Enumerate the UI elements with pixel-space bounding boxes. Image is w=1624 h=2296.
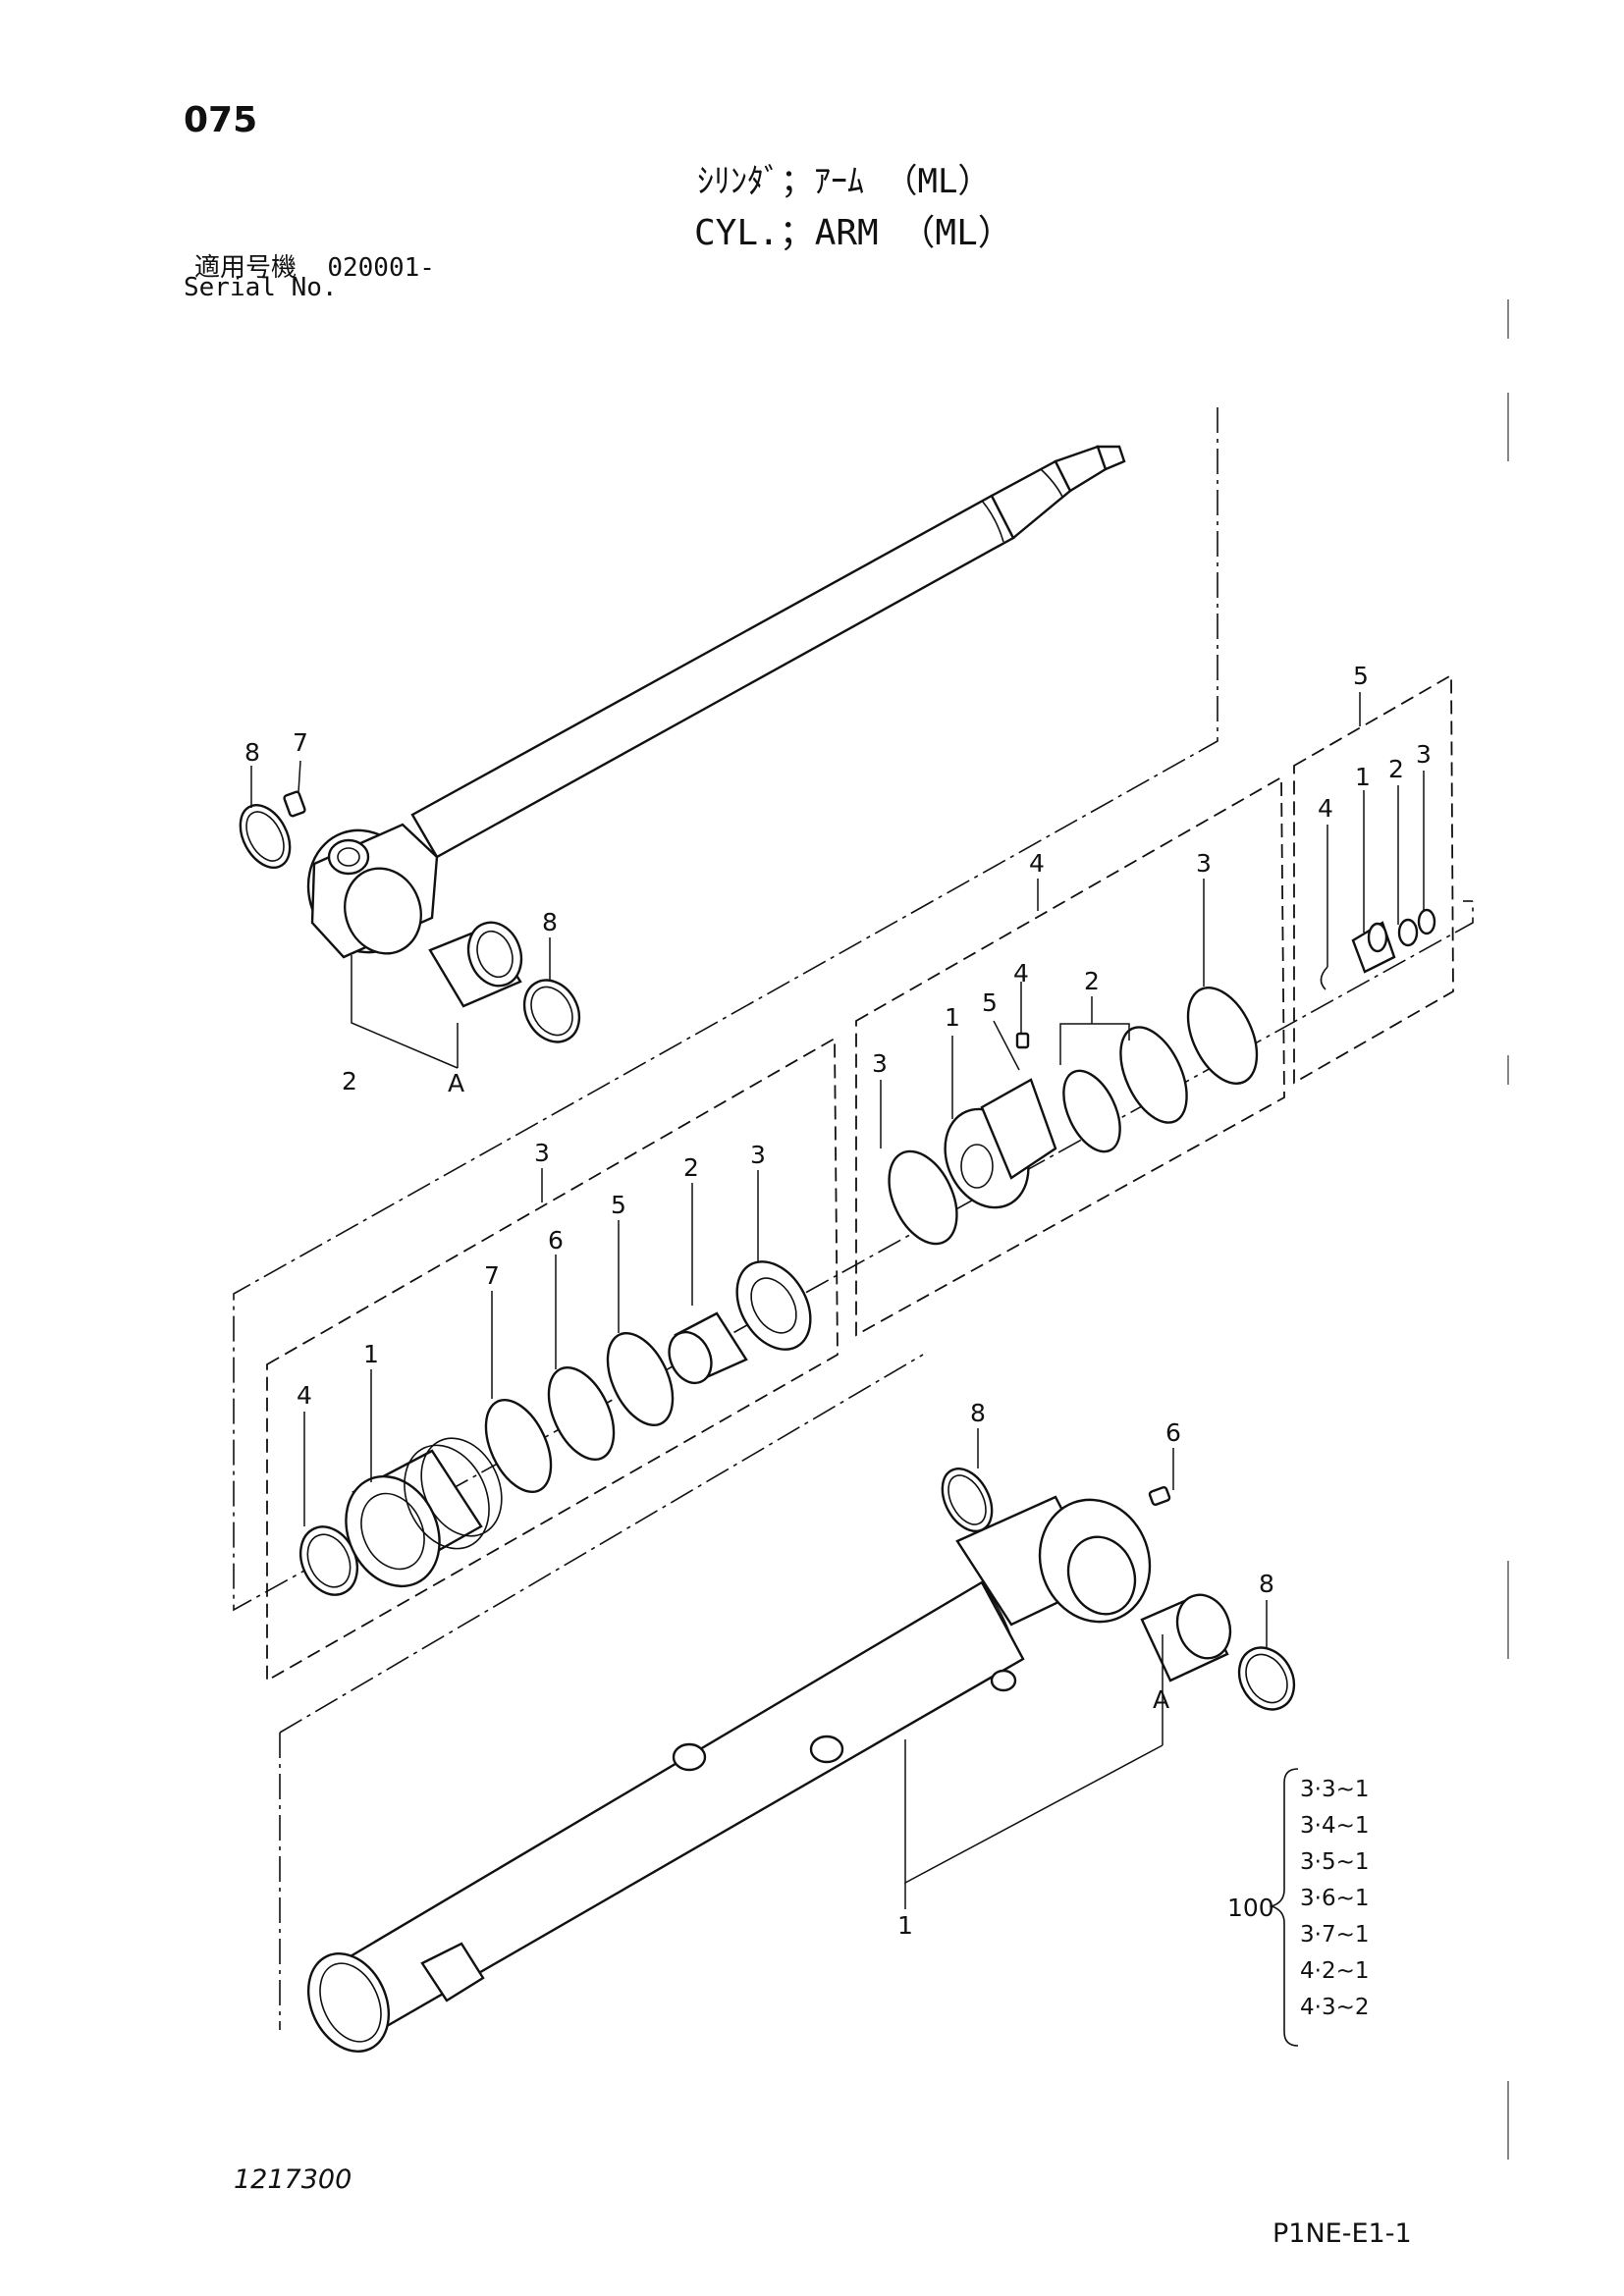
callout-rod-bushing-seal: 8 bbox=[542, 908, 558, 936]
tube-frame-top bbox=[279, 1354, 924, 1734]
seal-kit-brace: 100 bbox=[1227, 1768, 1299, 2047]
kit-4-parts bbox=[888, 986, 1259, 1246]
rod-frame bbox=[233, 407, 1474, 1612]
seal-kit-item: 3·4~1 bbox=[1300, 1813, 1370, 1839]
drawing-number: 1217300 bbox=[234, 2164, 352, 2195]
piston-rod bbox=[306, 445, 1126, 959]
seal-kit-number: 100 bbox=[1227, 1894, 1274, 1922]
rod-end-parts bbox=[239, 790, 581, 1043]
seal-kit-item: 4·2~1 bbox=[1300, 1958, 1370, 1984]
callout-tube-assembly: 1 bbox=[897, 1911, 913, 1940]
callout-kit3-part3: 3 bbox=[750, 1141, 766, 1169]
callout-kit3-part6: 6 bbox=[548, 1226, 564, 1255]
callout-kit4-part3a: 3 bbox=[872, 1049, 888, 1078]
leader-lines bbox=[250, 692, 1425, 1909]
callout-kit3-part5: 5 bbox=[611, 1191, 626, 1219]
serial-label-japanese: 適用号機 020001- bbox=[194, 247, 435, 284]
serial-label-jp-text: 適用号機 bbox=[194, 253, 298, 283]
callout-kit-5: 5 bbox=[1353, 662, 1369, 690]
callout-kit4-part3b: 3 bbox=[1196, 849, 1212, 878]
kit-3-box bbox=[266, 1037, 839, 1682]
tube-end-parts bbox=[941, 1468, 1296, 1711]
callout-rod-pin-seal-top: 8 bbox=[244, 738, 260, 767]
callout-kit3-part1: 1 bbox=[363, 1340, 379, 1368]
sheet-code: P1NE-E1-1 bbox=[1272, 2218, 1412, 2249]
cylinder-tube bbox=[306, 1495, 1152, 2053]
callout-kit4-part2: 2 bbox=[1084, 967, 1100, 995]
callout-kit4-part4: 4 bbox=[1013, 959, 1029, 988]
seal-kit-item: 3·5~1 bbox=[1300, 1849, 1370, 1875]
serial-label-english: Serial No. bbox=[184, 273, 338, 302]
callout-rod-grease-nipple: 7 bbox=[293, 728, 308, 757]
title-japanese: ｼﾘﾝﾀﾞ；ｱｰﾑ （ML） bbox=[697, 162, 992, 201]
callout-kit3-part2: 2 bbox=[683, 1153, 699, 1182]
seal-kit-item: 3·3~1 bbox=[1300, 1777, 1370, 1802]
callout-kit5-part4: 4 bbox=[1318, 794, 1333, 823]
seal-kit-item: 4·3~2 bbox=[1300, 1995, 1370, 2020]
seal-kit-item: 3·6~1 bbox=[1300, 1886, 1370, 1911]
callout-tube-seal-top: 8 bbox=[970, 1399, 986, 1427]
callout-tube-bushing-ref: A bbox=[1153, 1685, 1169, 1714]
callout-labels: 8 7 8 A 2 5 4 1 2 3 4 3 2 4 5 1 3 3 3 2 … bbox=[244, 662, 1432, 1940]
callout-rod-assembly: 2 bbox=[342, 1067, 357, 1095]
callout-kit-3: 3 bbox=[534, 1139, 550, 1167]
kit-3-parts bbox=[298, 1260, 812, 1596]
callout-tube-bushing-seal: 8 bbox=[1259, 1570, 1274, 1598]
callout-kit5-part2: 2 bbox=[1388, 755, 1404, 783]
callout-tube-grease-nipple: 6 bbox=[1165, 1418, 1181, 1447]
callout-kit3-part7: 7 bbox=[484, 1261, 500, 1290]
kit-5-box bbox=[1293, 673, 1454, 1085]
callout-kit-4: 4 bbox=[1029, 849, 1045, 878]
callout-kit5-part1: 1 bbox=[1355, 763, 1371, 791]
serial-value: 020001- bbox=[327, 253, 435, 283]
kit-5-parts bbox=[1320, 908, 1436, 990]
callout-kit3-part4: 4 bbox=[297, 1381, 312, 1410]
seal-kit-item: 3·7~1 bbox=[1300, 1922, 1370, 1948]
callout-kit4-part5: 5 bbox=[982, 988, 998, 1017]
page-number: 075 bbox=[184, 100, 258, 140]
kit-4-box bbox=[855, 775, 1285, 1337]
callout-kit4-part1: 1 bbox=[945, 1003, 960, 1032]
title-english: CYL.；ARM （ML） bbox=[694, 213, 1013, 253]
callout-kit5-part3: 3 bbox=[1416, 740, 1432, 769]
callout-rod-bushing-ref: A bbox=[448, 1069, 464, 1097]
